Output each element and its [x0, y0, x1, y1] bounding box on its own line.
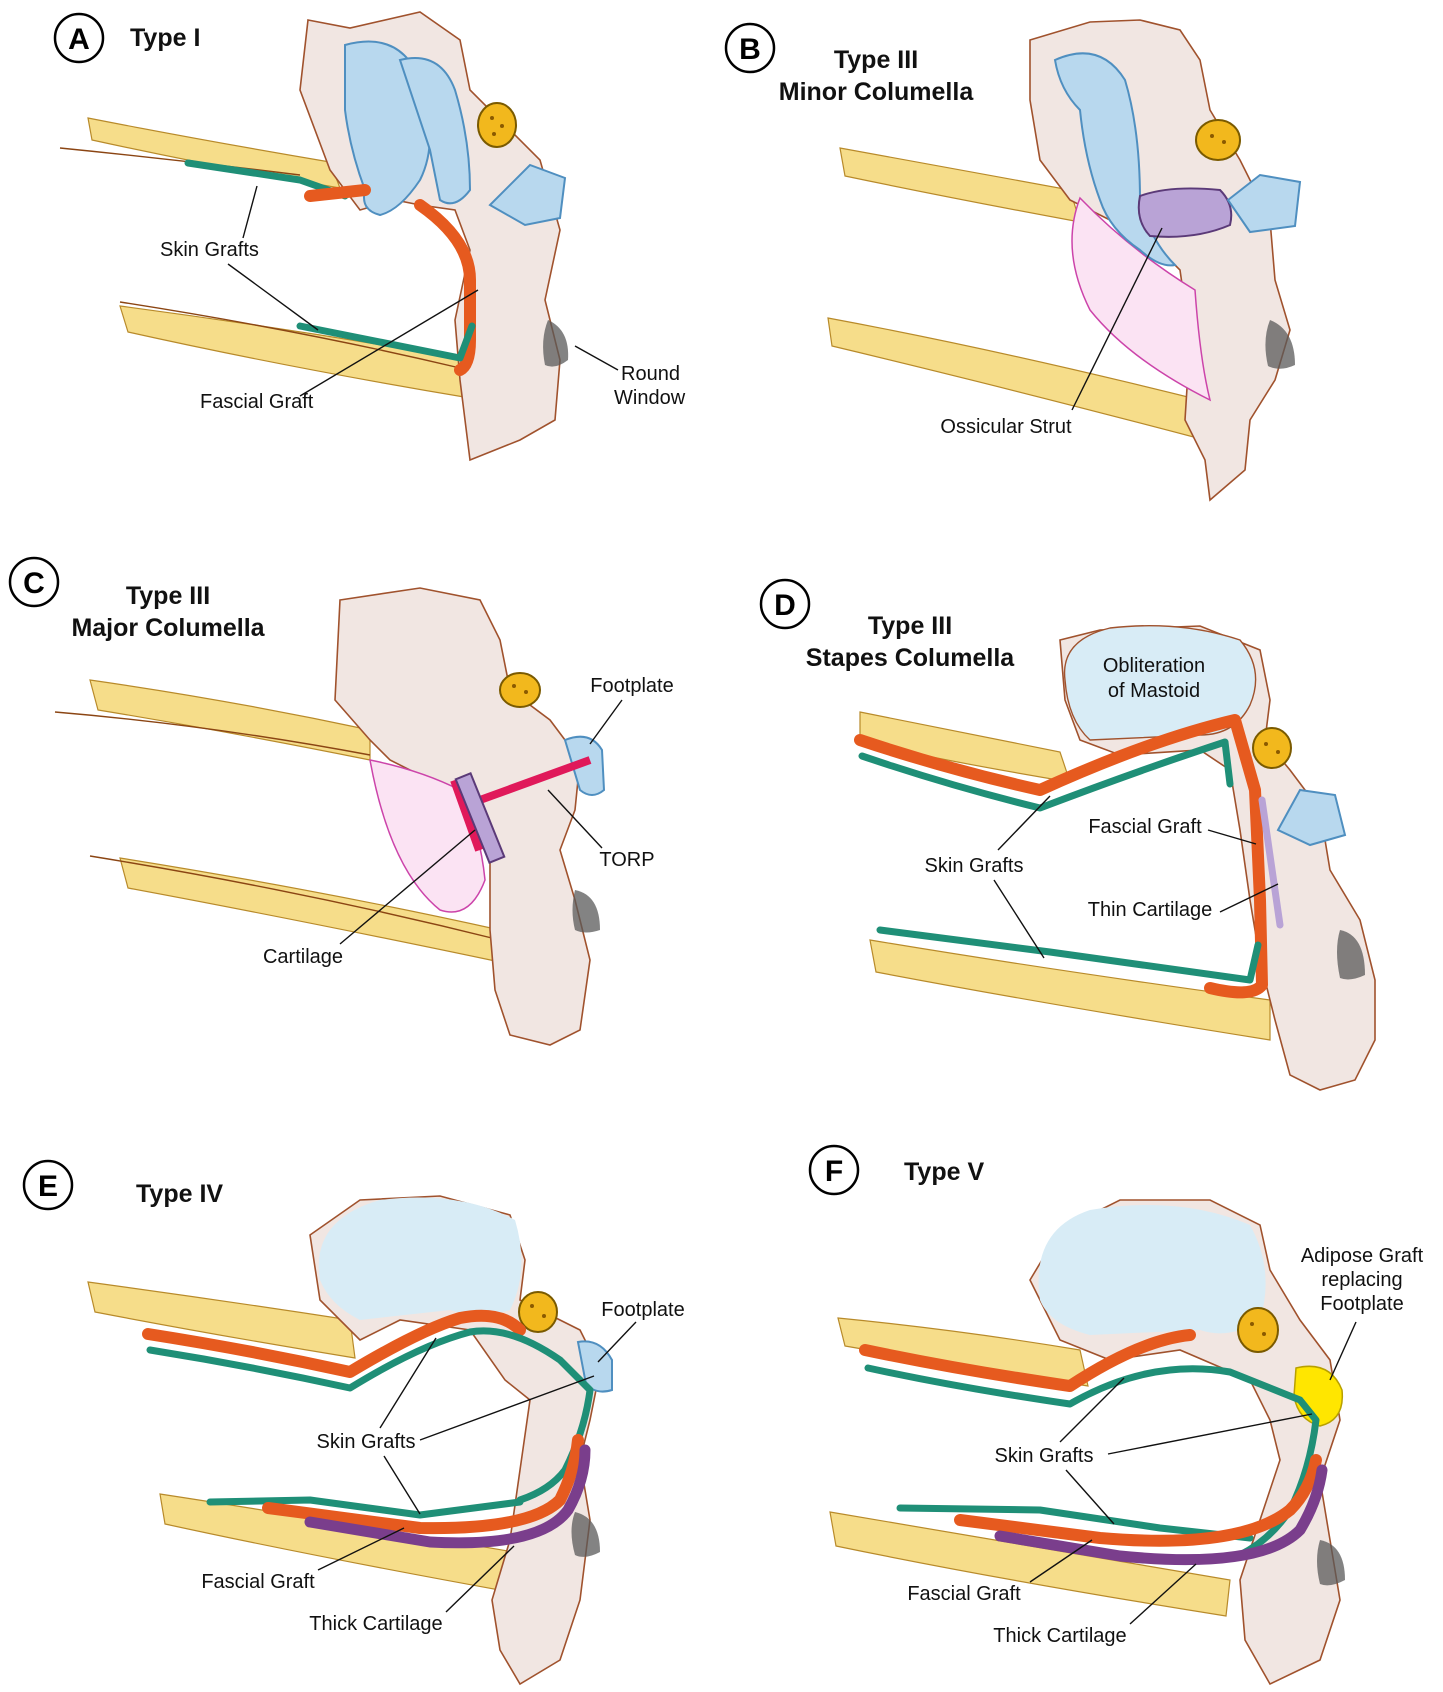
panel-letter-c: C	[23, 567, 45, 600]
panel-e: E Type IV Footplate Skin Grafts Fascial …	[24, 1161, 685, 1684]
label-adipose-graft-f: Adipose Graft	[1301, 1245, 1424, 1267]
leader-adipose-graft-f	[1330, 1322, 1356, 1380]
nerve-dot	[490, 116, 494, 120]
panel-d: D Type III Stapes Columella Obliteration…	[761, 580, 1375, 1090]
nerve-dot	[524, 690, 528, 694]
panel-title-b-line2: Minor Columella	[779, 78, 975, 106]
round-window-shadow-c	[573, 890, 601, 933]
leader-footplate-e	[598, 1322, 636, 1362]
nerve-dot	[492, 132, 496, 136]
leader-round-window-a	[575, 346, 618, 370]
label-round-a: Round	[621, 363, 680, 385]
panel-a: A Type I Skin Grafts Fascial Graft Round…	[55, 12, 686, 460]
round-window-shadow-a	[543, 320, 568, 367]
label-skin-grafts-f: Skin Grafts	[995, 1445, 1094, 1467]
facial-nerve-d	[1253, 728, 1291, 768]
ossicular-strut-b	[1139, 188, 1232, 236]
label-obliteration-d: Obliteration	[1103, 655, 1205, 677]
label-thick-cartilage-e: Thick Cartilage	[309, 1613, 442, 1635]
label-skin-grafts-e: Skin Grafts	[317, 1431, 416, 1453]
nerve-dot	[1262, 1332, 1266, 1336]
panel-letter-a: A	[68, 23, 90, 56]
nerve-dot	[1276, 750, 1280, 754]
label-torp-c: TORP	[599, 849, 654, 871]
nerve-dot	[500, 124, 504, 128]
label-fascial-graft-a: Fascial Graft	[200, 391, 314, 413]
mastoid-cavity-f	[1039, 1205, 1266, 1335]
panel-f: F Type V Adipose Graft replacing Footpla…	[810, 1146, 1424, 1684]
mastoid-cavity-e	[319, 1198, 522, 1321]
nerve-dot	[1250, 1322, 1254, 1326]
label-thin-cartilage-d: Thin Cartilage	[1088, 899, 1213, 921]
round-window-shadow-e	[572, 1512, 601, 1557]
label-skin-grafts-d: Skin Grafts	[925, 855, 1024, 877]
panel-c: C Type III Major Columella Footplate TOR…	[10, 558, 674, 1045]
panel-title-c-line2: Major Columella	[71, 614, 265, 642]
nerve-dot	[1210, 134, 1214, 138]
panel-b: B Type III Minor Columella Ossicular Str…	[726, 20, 1300, 500]
label-footplate-c: Footplate	[590, 675, 673, 697]
facial-nerve-b	[1196, 120, 1240, 160]
nerve-dot	[1264, 742, 1268, 746]
leader-skin-grafts-d	[994, 796, 1050, 958]
nerve-dot	[530, 1304, 534, 1308]
panel-title-b-line1: Type III	[834, 46, 918, 74]
panel-title-e: Type IV	[136, 1180, 223, 1208]
label-thick-cartilage-f: Thick Cartilage	[993, 1625, 1126, 1647]
panel-title-c-line1: Type III	[126, 582, 210, 610]
label-window-a: Window	[614, 387, 686, 409]
label-footplate-f: Footplate	[1320, 1293, 1403, 1315]
panel-title-a: Type I	[130, 24, 200, 52]
label-cartilage-c: Cartilage	[263, 946, 343, 968]
label-ossicular-strut-b: Ossicular Strut	[940, 416, 1072, 438]
facial-nerve-c	[500, 673, 540, 707]
panel-letter-f: F	[825, 1155, 843, 1188]
panel-title-f: Type V	[904, 1158, 984, 1186]
panel-letter-e: E	[38, 1170, 58, 1203]
facial-nerve-a	[478, 103, 516, 147]
label-skin-grafts-a: Skin Grafts	[160, 239, 259, 261]
label-replacing-f: replacing	[1321, 1269, 1402, 1291]
label-of-mastoid-d: of Mastoid	[1108, 680, 1200, 702]
panel-title-d-line1: Type III	[868, 612, 952, 640]
round-window-shadow-f	[1317, 1540, 1345, 1585]
round-window-shadow-b	[1265, 320, 1295, 369]
label-fascial-graft-d: Fascial Graft	[1088, 816, 1202, 838]
nerve-dot	[1222, 140, 1226, 144]
panel-title-d-line2: Stapes Columella	[806, 644, 1015, 672]
label-fascial-graft-e: Fascial Graft	[201, 1571, 315, 1593]
facial-nerve-e	[519, 1292, 557, 1332]
leader-footplate-c	[590, 700, 622, 744]
panel-letter-d: D	[774, 589, 796, 622]
label-footplate-e: Footplate	[601, 1299, 684, 1321]
fascial-graft-lower-f	[960, 1460, 1316, 1541]
panel-letter-b: B	[739, 33, 761, 66]
nerve-dot	[512, 684, 516, 688]
nerve-dot	[542, 1314, 546, 1318]
label-fascial-graft-f: Fascial Graft	[907, 1583, 1021, 1605]
facial-nerve-f	[1238, 1308, 1278, 1352]
